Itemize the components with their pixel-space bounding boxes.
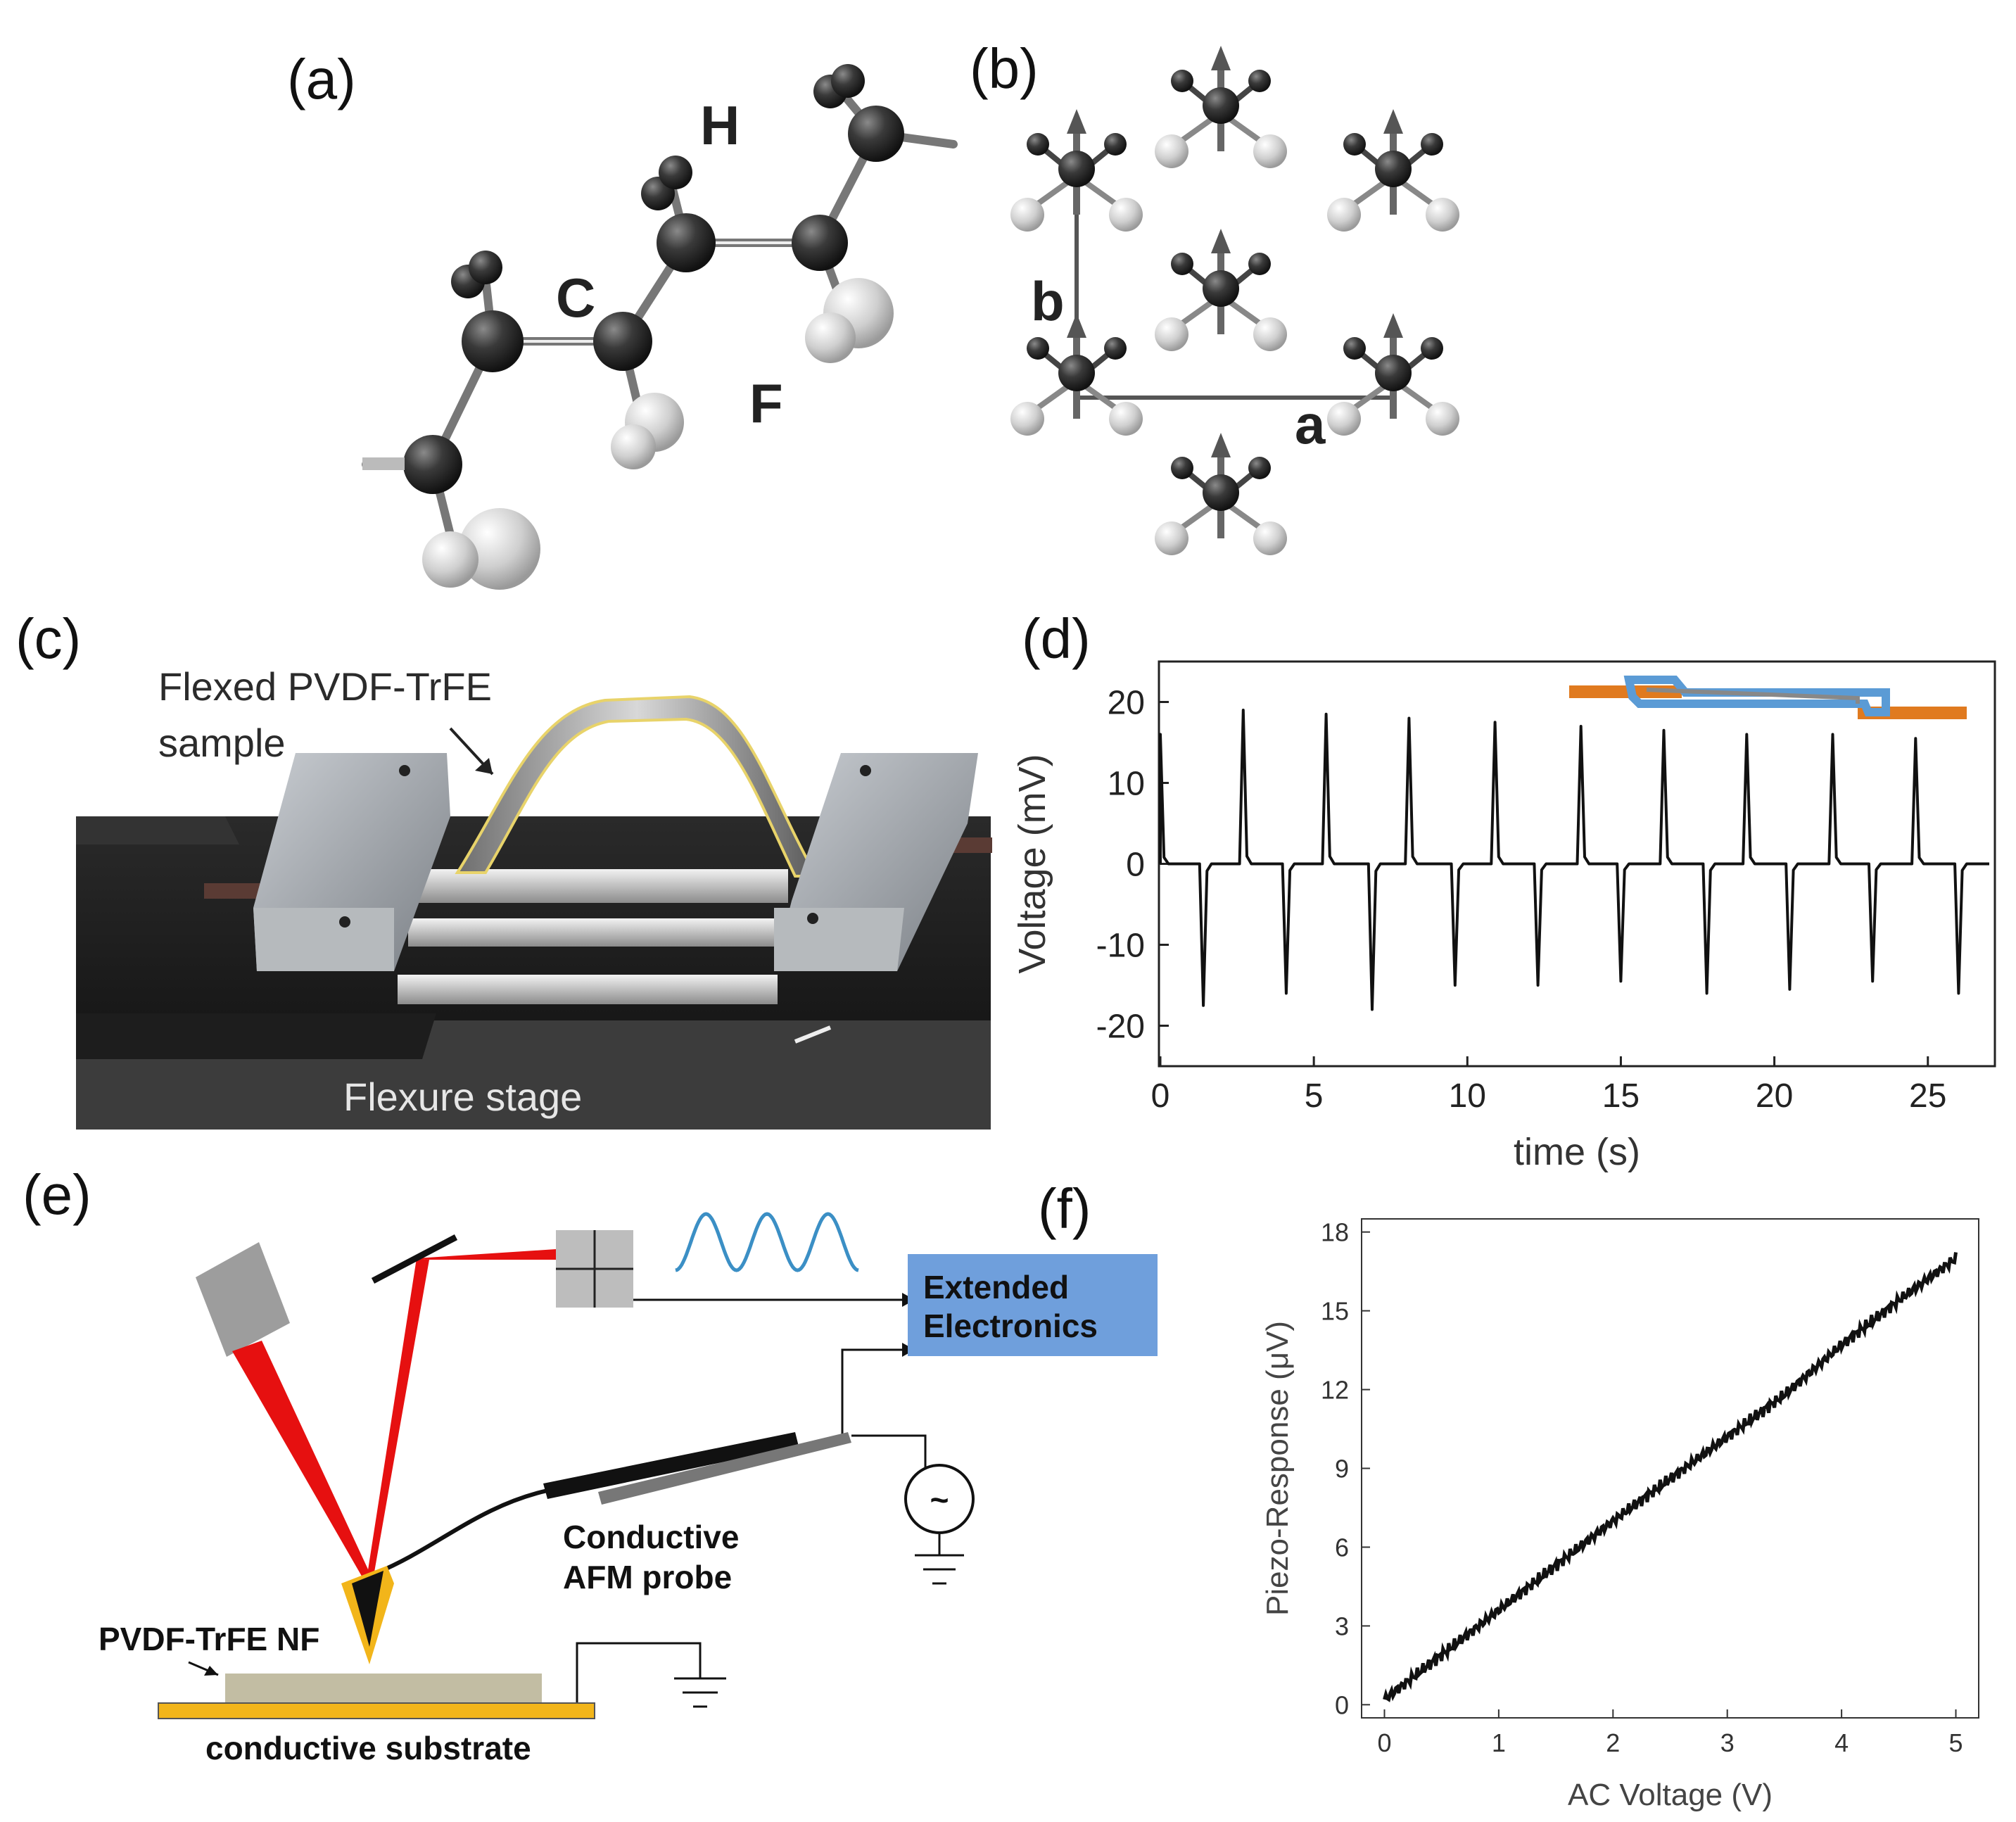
ac-source [904,1464,975,1534]
panel-label-f: (f) [1038,1177,1091,1240]
panel-label-d: (d) [1022,607,1091,670]
series-line-piezo [1383,1252,1958,1702]
y-tick-label: 10 [1108,766,1145,803]
panel-d: (d) 0 5 10 15 20 25 -20 -10 0 10 20 time (s) Voltage… [1011,607,1996,1173]
panel-label-a: (a) [287,48,356,110]
x-axis-label: AC Voltage (V) [1568,1778,1773,1812]
x-axis-label: time (s) [1514,1131,1640,1173]
ac-source-symbol: ~ [930,1481,949,1518]
panel-b: (b) b a [970,37,1459,555]
x-tick-label: 0 [1151,1077,1170,1115]
signal-waveform [675,1212,859,1272]
y-tick-label: 15 [1321,1297,1349,1326]
electronics-label-line2: Electronics [923,1308,1098,1344]
inset-sample-blue [1623,676,1890,716]
x-tick-label: 1 [1492,1728,1506,1757]
y-tick-label: 18 [1321,1218,1349,1247]
chain-unit [1155,46,1287,168]
chart-d-inset [1569,676,1967,719]
callout-arrowhead [475,758,493,774]
x-tick-label: 5 [1305,1077,1324,1115]
y-axis-label: Voltage (mV) [1011,754,1053,973]
nf-arrowhead [204,1666,218,1676]
photodetector [556,1230,633,1308]
x-tick-label: 5 [1949,1728,1963,1757]
y-tick-label: -20 [1096,1008,1145,1046]
series-line-voltage [1159,709,1989,1011]
panel-label-c: (c) [15,607,81,670]
probe-label-line2: AFM probe [563,1559,732,1595]
atom-label-c: C [556,267,595,329]
conductive-substrate [158,1702,595,1719]
lattice-axis-b: b [1031,270,1065,332]
afm-cantilever [375,1432,851,1575]
extended-electronics-box [908,1254,1158,1356]
laser-beam-reflected [366,1258,429,1583]
y-tick-label: 3 [1335,1612,1349,1640]
atom-label-f: F [749,372,783,434]
probe-label-line1: Conductive [563,1519,739,1555]
y-axis-label: Piezo-Response (μV) [1260,1321,1295,1616]
panel-a: (a) [287,48,958,590]
sample-callout-line1: Flexed PVDF-TrFE [158,664,492,709]
afm-tip-core [352,1571,383,1647]
x-tick-label: 0 [1377,1728,1391,1757]
lattice-axis-a: a [1295,393,1326,455]
laser-beam-to-detector [417,1249,559,1260]
y-tick-label: -10 [1096,928,1145,965]
x-tick-label: 10 [1449,1077,1486,1115]
chain-unit [1155,229,1287,351]
x-tick-label: 20 [1756,1077,1793,1115]
chain-unit [1327,313,1459,436]
atom-label-h: H [700,94,740,156]
chain-unit [1155,433,1287,555]
x-tick-label: 4 [1834,1728,1849,1757]
sample-callout-line2: sample [158,721,286,765]
flexure-stage-render [76,695,992,1130]
y-tick-label: 20 [1108,685,1145,722]
laser-source [196,1242,290,1357]
flexure-stage-label: Flexure stage [343,1075,582,1119]
wiring [576,1298,964,1710]
x-tick-label: 3 [1720,1728,1735,1757]
molecule-chain [362,64,958,590]
panel-label-e: (e) [23,1163,91,1226]
crystal-chain-units [1010,46,1459,555]
chain-unit [1010,313,1143,436]
mirror [371,1234,458,1284]
y-tick-label: 0 [1126,847,1145,884]
electronics-label-line1: Extended [923,1269,1069,1305]
y-tick-label: 9 [1335,1455,1349,1483]
y-tick-label: 6 [1335,1533,1349,1562]
y-tick-label: 0 [1335,1690,1349,1719]
panel-label-b: (b) [970,37,1039,100]
y-tick-label: 12 [1321,1376,1349,1405]
chain-unit [1327,109,1459,232]
substrate-label: conductive substrate [205,1730,531,1766]
panel-c: (c) Flexed PVDF-Tr [15,607,992,1130]
pvdf-trfe-nanofiber [225,1674,542,1703]
x-tick-label: 2 [1606,1728,1620,1757]
inset-sample-core [1646,688,1860,704]
laser-beam-incident [232,1341,373,1583]
panel-e: (e) [23,1163,1158,1766]
chain-unit [1010,109,1143,232]
x-tick-label: 15 [1602,1077,1640,1115]
x-tick-label: 25 [1909,1077,1946,1115]
nf-label: PVDF-TrFE NF [99,1621,319,1657]
chart-d: 0 5 10 15 20 25 -20 -10 0 10 20 time (s) Voltage (mV… [1011,685,1989,1173]
